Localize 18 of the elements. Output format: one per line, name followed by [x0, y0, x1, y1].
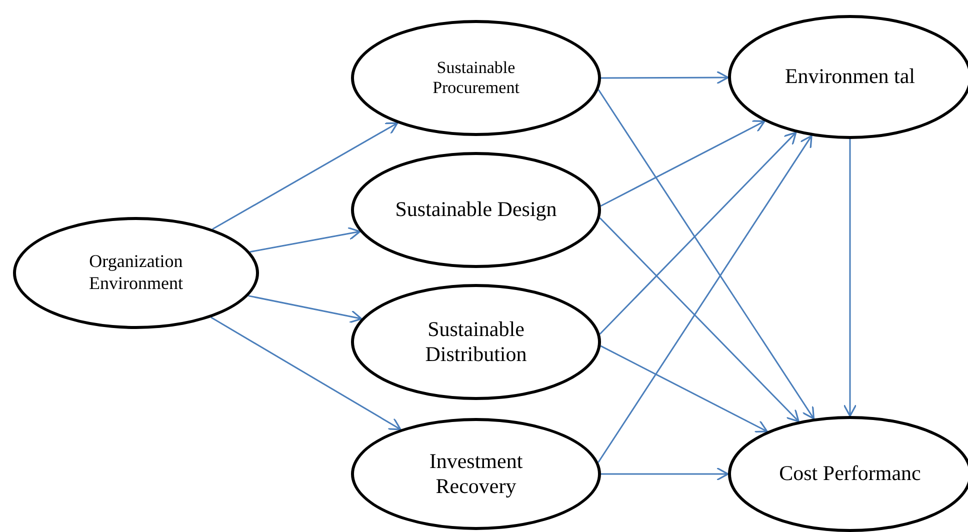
- node-label: Environmen tal: [784, 64, 916, 90]
- arrow: [601, 70, 729, 84]
- arrow: [210, 316, 402, 430]
- arrow: [599, 217, 800, 422]
- arrow: [250, 226, 361, 253]
- arrow: [599, 132, 797, 335]
- node-label: Sustainable Distribution: [424, 316, 528, 368]
- node-label: Sustainable Design: [395, 197, 557, 223]
- arrow: [600, 120, 766, 207]
- arrow: [600, 345, 768, 433]
- arrow: [248, 295, 362, 324]
- node-label: Sustainable Procurement: [432, 58, 520, 98]
- node-label: Investment Recovery: [428, 448, 524, 500]
- node-label: Cost Performanc: [779, 461, 921, 487]
- arrow: [843, 139, 857, 417]
- arrow: [601, 467, 729, 481]
- node-label: Organization Environment: [88, 251, 184, 295]
- arrow: [212, 122, 398, 230]
